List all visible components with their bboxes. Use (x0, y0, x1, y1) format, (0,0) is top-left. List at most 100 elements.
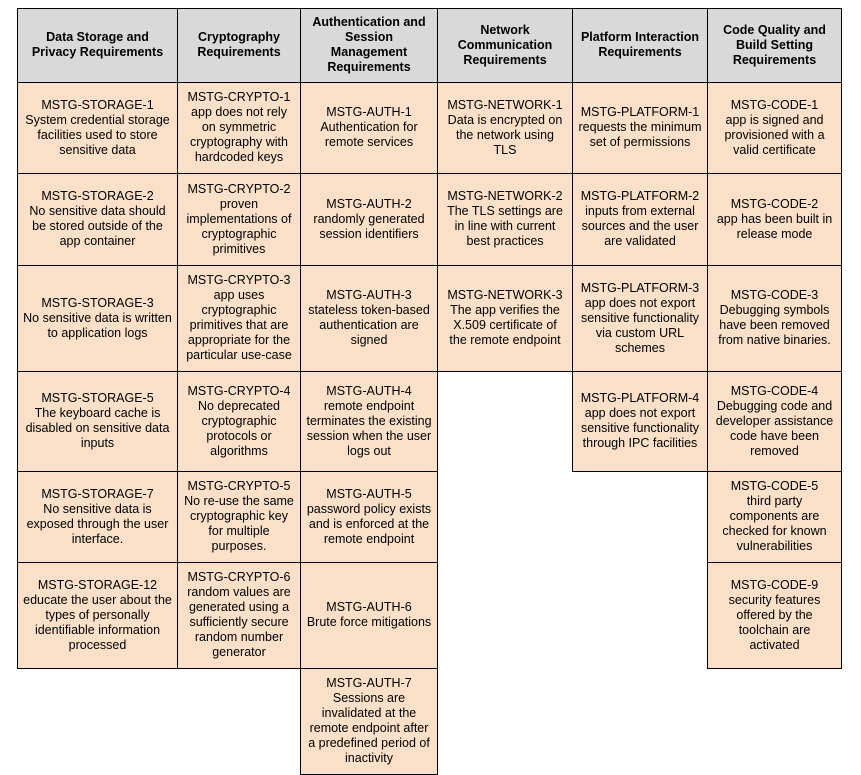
requirement-id: MSTG-CODE-3 (730, 288, 819, 302)
column-header-network-communication: Network Communication Requirements (437, 8, 573, 83)
requirement-id: MSTG-CRYPTO-3 (187, 273, 291, 287)
requirement-description: stateless token-based authentication are… (308, 303, 430, 347)
empty-cell-crypto (177, 668, 301, 775)
column-header-code-quality-build-setting: Code Quality and Build Setting Requireme… (707, 8, 842, 83)
requirement-id: MSTG-AUTH-2 (326, 196, 412, 211)
requirement-id: MSTG-STORAGE-2 (41, 189, 154, 203)
mstg-requirements-table: Data Storage and Privacy Requirements Cr… (17, 8, 842, 775)
column-header-data-storage-privacy: Data Storage and Privacy Requirements (17, 8, 178, 83)
requirement-id: MSTG-NETWORK-2 (447, 189, 563, 203)
empty-cell-platform (572, 562, 708, 669)
requirement-description: app does not export sensitive functional… (580, 406, 700, 450)
requirement-id: MSTG-CODE-4 (730, 383, 819, 398)
requirement-description: The TLS settings are in line with curren… (447, 204, 563, 248)
requirement-id: MSTG-CRYPTO-4 (187, 383, 291, 398)
empty-cell-network (437, 562, 573, 669)
requirement-description: No sensitive data is exposed through the… (26, 501, 169, 546)
requirement-id: MSTG-STORAGE-3 (41, 295, 154, 310)
requirement-description: Debugging code and developer assistance … (715, 398, 834, 458)
requirement-description: third party components are checked for k… (722, 494, 827, 553)
requirement-description: password policy exists and is enforced a… (306, 501, 432, 546)
requirement-id: MSTG-STORAGE-7 (41, 486, 154, 501)
requirement-description: No sensitive data should be stored outsi… (29, 204, 166, 248)
requirement-description: No sensitive data is written to applicat… (23, 310, 172, 340)
empty-cell-storage (17, 668, 178, 775)
mstg-requirements-table-container: Data Storage and Privacy Requirements Cr… (17, 8, 842, 775)
empty-cell-platform (572, 471, 708, 563)
requirement-id: MSTG-CODE-9 (730, 577, 819, 592)
table-header-row: Data Storage and Privacy Requirements Cr… (17, 8, 842, 83)
requirement-id: MSTG-AUTH-7 (326, 676, 412, 690)
requirement-id: MSTG-CRYPTO-2 (187, 181, 291, 196)
requirement-id: MSTG-PLATFORM-3 (580, 280, 700, 295)
requirement-description: No re-use the same cryptographic key for… (184, 494, 294, 553)
requirement-description: The keyboard cache is disabled on sensit… (25, 406, 170, 450)
requirement-id: MSTG-AUTH-1 (326, 105, 412, 119)
requirement-description: security features offered by the toolcha… (728, 592, 821, 652)
requirement-id: MSTG-AUTH-5 (326, 486, 412, 501)
requirement-description: Debugging symbols have been removed from… (718, 303, 831, 347)
requirement-description: No deprecated cryptographic protocols or… (197, 398, 280, 458)
column-header-authentication-session-management: Authentication and Session Management Re… (300, 8, 438, 83)
requirement-id: MSTG-STORAGE-5 (41, 391, 154, 405)
requirement-id: MSTG-AUTH-6 (326, 600, 412, 614)
requirement-id: MSTG-NETWORK-3 (447, 288, 563, 302)
empty-cell-code (707, 668, 842, 775)
requirement-description: remote endpoint terminates the existing … (306, 398, 432, 458)
requirement-id: MSTG-CODE-1 (730, 97, 819, 112)
empty-cell-network (437, 371, 573, 472)
requirement-description: inputs from external sources and the use… (581, 204, 699, 248)
requirement-id: MSTG-CRYPTO-5 (187, 479, 291, 493)
requirement-id: MSTG-AUTH-4 (326, 383, 412, 398)
requirement-id: MSTG-STORAGE-1 (41, 97, 154, 112)
table-header: Data Storage and Privacy Requirements Cr… (17, 8, 842, 83)
requirement-description: Data is encrypted on the network using T… (447, 112, 563, 157)
requirement-id: MSTG-CRYPTO-6 (187, 570, 291, 584)
requirement-description: educate the user about the types of pers… (23, 592, 172, 652)
requirement-description: System credential storage facilities use… (25, 112, 170, 157)
requirement-description: proven implementations of cryptographic … (186, 196, 292, 256)
requirement-description: Authentication for remote services (320, 120, 418, 149)
requirement-description: Sessions are invalidated at the remote e… (308, 691, 430, 765)
requirement-description: Brute force mitigations (306, 615, 432, 629)
requirement-description: app uses cryptographic primitives that a… (186, 288, 292, 362)
requirement-id: MSTG-AUTH-3 (326, 288, 412, 302)
